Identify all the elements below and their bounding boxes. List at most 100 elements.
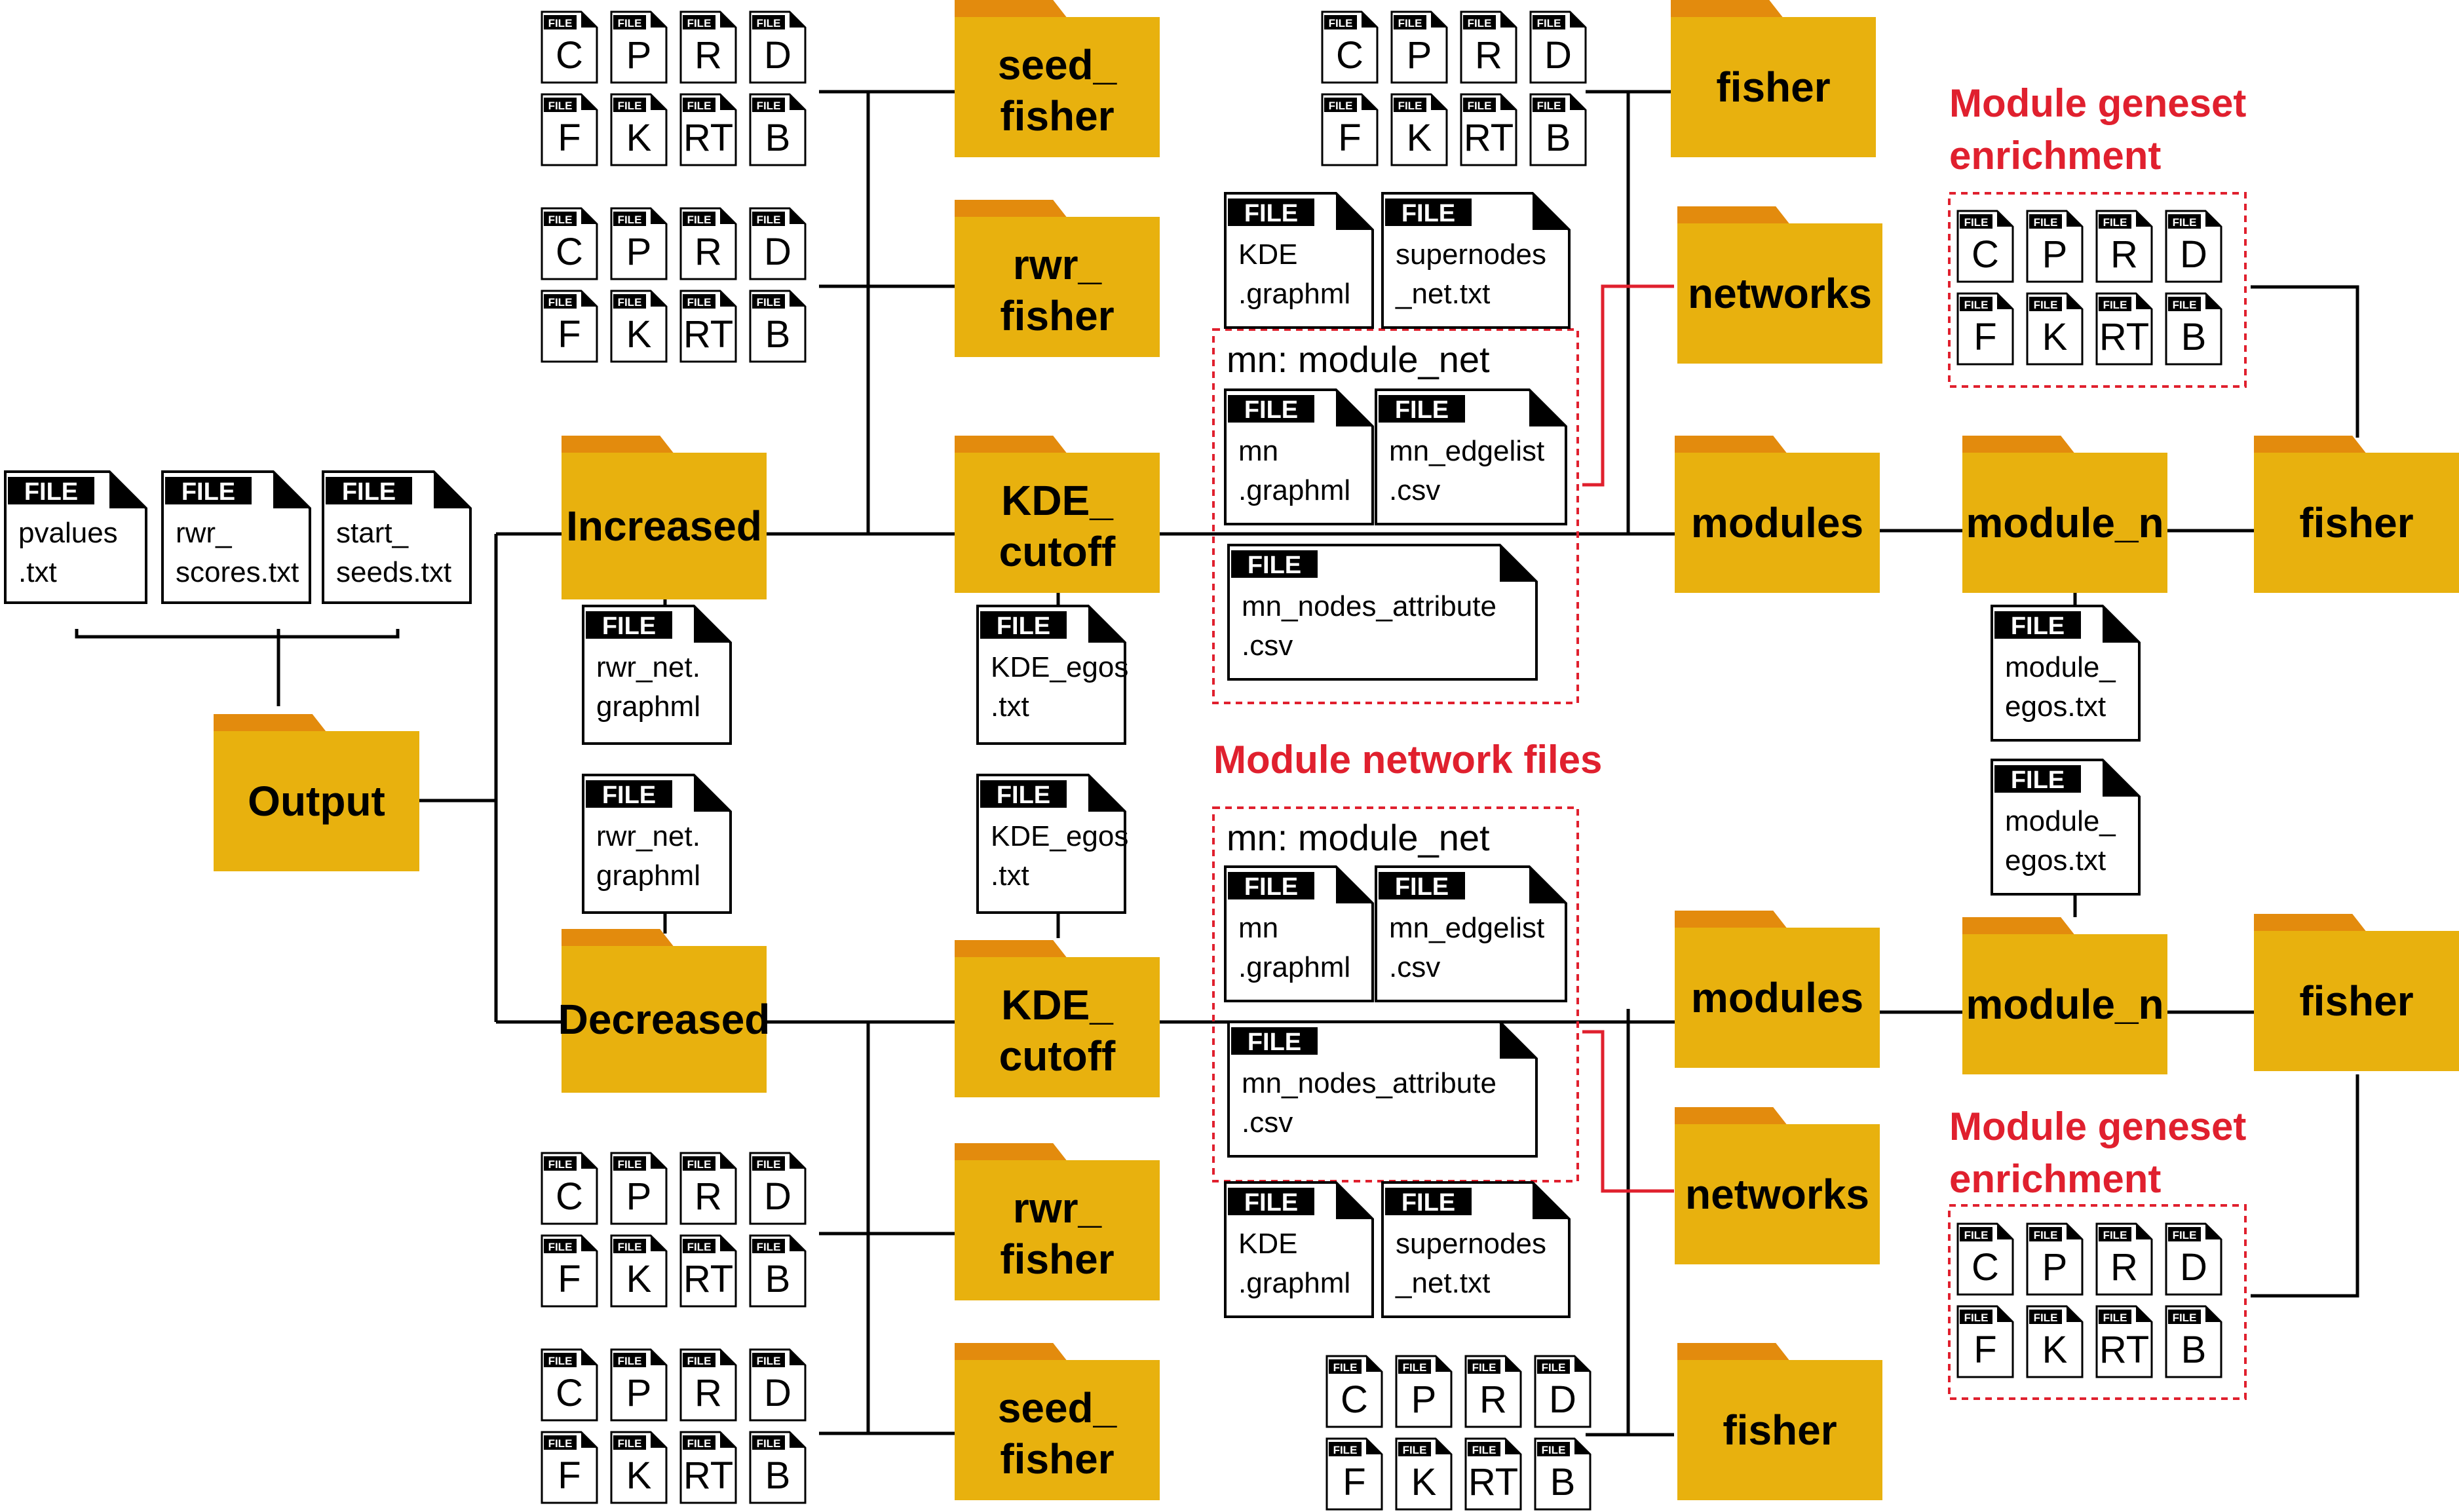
- enrich-seed-fisher-inc-2-letter: R: [695, 34, 722, 77]
- enrich-rwr-fisher-dec-3-tag: FILE: [757, 1158, 781, 1171]
- folder-module-n-inc-body: [1962, 453, 2167, 593]
- enrich-fisher-dec-4-tag: FILE: [1333, 1444, 1358, 1456]
- file-mn-graphml-inc-line-2: .graphml: [1238, 474, 1350, 506]
- file-mn-edgelist-dec-tag: FILE: [1395, 873, 1449, 901]
- enrich-rwr-fisher-inc-2-letter: R: [695, 231, 722, 273]
- file-supernodes-inc-tag-bg: [1385, 198, 1472, 226]
- enrich-module-inc-7-letter: B: [2181, 316, 2207, 358]
- file-mn-edgelist-inc-outline: [1375, 388, 1567, 525]
- mn-module-net-title-dec: mn: module_net: [1227, 817, 1490, 858]
- enrich-fisher-dec-7-letter: B: [1550, 1461, 1576, 1503]
- enrich-module-dec-3-fold: [2205, 1224, 2221, 1239]
- enrich-module-inc-0-letter: C: [1972, 233, 1999, 276]
- enrich-fisher-dec-2-letter: R: [1479, 1378, 1507, 1421]
- enrich-fisher-inc-1-tag: FILE: [1398, 17, 1422, 29]
- enrich-seed-fisher-inc-1-tag-bg: [613, 15, 646, 29]
- enrich-seed-fisher-dec-4-tag: FILE: [548, 1437, 573, 1450]
- enrich-rwr-fisher-dec-3-letter: D: [764, 1175, 791, 1218]
- enrich-rwr-fisher-dec-7-tag: FILE: [757, 1241, 781, 1253]
- folder-rwr-fisher-dec-label-1: rwr_: [1013, 1184, 1103, 1232]
- enrich-module-inc-1-letter: P: [2042, 233, 2068, 276]
- enrich-fisher-dec-1-fold: [1436, 1356, 1451, 1372]
- enrich-rwr-fisher-inc-2-fold: [720, 208, 736, 224]
- folder-modules-inc-label: modules: [1691, 499, 1863, 546]
- enrich-rwr-fisher-inc-5-letter: K: [626, 313, 652, 356]
- enrich-fisher-inc-6-tag-bg: [1463, 98, 1496, 112]
- folder-increased: Increased: [562, 436, 767, 599]
- enrich-fisher-inc-7-tag: FILE: [1537, 100, 1561, 112]
- enrichment-title-dec-1: Module geneset: [1949, 1105, 2246, 1148]
- enrich-fisher-dec-6-fold: [1505, 1439, 1521, 1454]
- file-kde-egos-dec-tag: FILE: [997, 782, 1050, 809]
- file-kde-graphml-dec-tag-bg: [1228, 1188, 1314, 1215]
- file-module-egos-inc-tag: FILE: [2011, 613, 2065, 640]
- enrich-fisher-inc-3-tag-bg: [1533, 15, 1565, 29]
- enrich-module-inc-7-tag: FILE: [2173, 299, 2197, 311]
- enrich-seed-fisher-dec-1-letter: P: [626, 1372, 652, 1414]
- file-kde-graphml-inc-line-1: KDE: [1238, 238, 1297, 271]
- file-rwr-net-inc-line-1: rwr_net.: [596, 651, 700, 683]
- enrich-fisher-inc-1-fold: [1431, 12, 1447, 28]
- folder-module-n-dec-label: module_n: [1966, 981, 2164, 1028]
- enrich-seed-fisher-dec-1-tag-bg: [613, 1353, 646, 1367]
- enrich-rwr-fisher-dec-1-tag-bg: [613, 1156, 646, 1171]
- folder-seed-fisher-dec-label-2: fisher: [1000, 1435, 1114, 1483]
- file-mn-graphml-inc-outline: [1224, 388, 1374, 525]
- folder-seed-fisher-inc-body: [955, 17, 1160, 157]
- enrich-module-inc-0-tag-bg: [1960, 214, 1992, 229]
- enrich-fisher-inc-5-fold: [1431, 94, 1447, 110]
- file-rwr-net-inc-line-2: graphml: [596, 690, 700, 723]
- enrich-rwr-fisher-dec-6-letter: RT: [683, 1258, 733, 1300]
- enrich-module-dec-6-tag-bg: [2099, 1310, 2131, 1324]
- enrich-seed-fisher-inc-6-letter: RT: [683, 117, 733, 159]
- folder-networks-dec: networks: [1675, 1107, 1880, 1264]
- file-mn-nodes-dec-tag: FILE: [1248, 1029, 1301, 1056]
- enrich-rwr-fisher-dec-5-tag: FILE: [618, 1241, 642, 1253]
- enrichment-title-inc-1: Module geneset: [1949, 81, 2246, 125]
- enrich-seed-fisher-inc-5-fold: [651, 94, 666, 110]
- enrich-rwr-fisher-dec-5-letter: K: [626, 1258, 652, 1300]
- enrich-fisher-inc-3-tag: FILE: [1537, 17, 1561, 29]
- folder-increased-label: Increased: [566, 502, 762, 550]
- enrich-seed-fisher-dec-4-letter: F: [558, 1454, 581, 1497]
- file-supernodes-dec-tag-bg: [1385, 1188, 1472, 1215]
- enrich-fisher-dec-7-tag: FILE: [1542, 1444, 1566, 1456]
- enrich-rwr-fisher-dec-2-tag-bg: [683, 1156, 715, 1171]
- enrich-fisher-dec-0-tag: FILE: [1333, 1361, 1358, 1374]
- file-start-seeds-tag-bg: [326, 477, 412, 504]
- enrich-module-dec-2-fold: [2136, 1224, 2152, 1239]
- enrich-seed-fisher-inc-4-fold: [581, 94, 597, 110]
- enrich-rwr-fisher-inc-3-letter: D: [764, 231, 791, 273]
- file-supernodes-dec-line-1: supernodes: [1396, 1228, 1546, 1260]
- enrich-module-dec-1-tag: FILE: [2034, 1229, 2058, 1241]
- folder-networks-inc-label: networks: [1688, 270, 1872, 317]
- folder-increased-body: [562, 453, 767, 599]
- file-mn-nodes-inc-line-1: mn_nodes_attribute: [1242, 590, 1496, 622]
- file-rwr-net-dec-outline: [582, 774, 732, 914]
- enrich-rwr-fisher-dec-3: FILE D: [749, 1152, 807, 1225]
- enrich-fisher-inc-0-letter: C: [1336, 34, 1363, 77]
- dashed-box-enrichment-dec: [1948, 1204, 2247, 1400]
- enrich-module-dec-5-fold: [2067, 1306, 2082, 1322]
- enrich-seed-fisher-dec-4: FILE F: [541, 1431, 598, 1504]
- enrich-module-inc-3-fold: [2205, 211, 2221, 227]
- enrich-rwr-fisher-inc-7-letter: B: [765, 313, 791, 356]
- enrich-seed-fisher-inc-1-fold: [651, 12, 666, 28]
- enrich-rwr-fisher-dec-1-tag: FILE: [618, 1158, 642, 1171]
- file-kde-graphml-inc-tag: FILE: [1244, 200, 1298, 227]
